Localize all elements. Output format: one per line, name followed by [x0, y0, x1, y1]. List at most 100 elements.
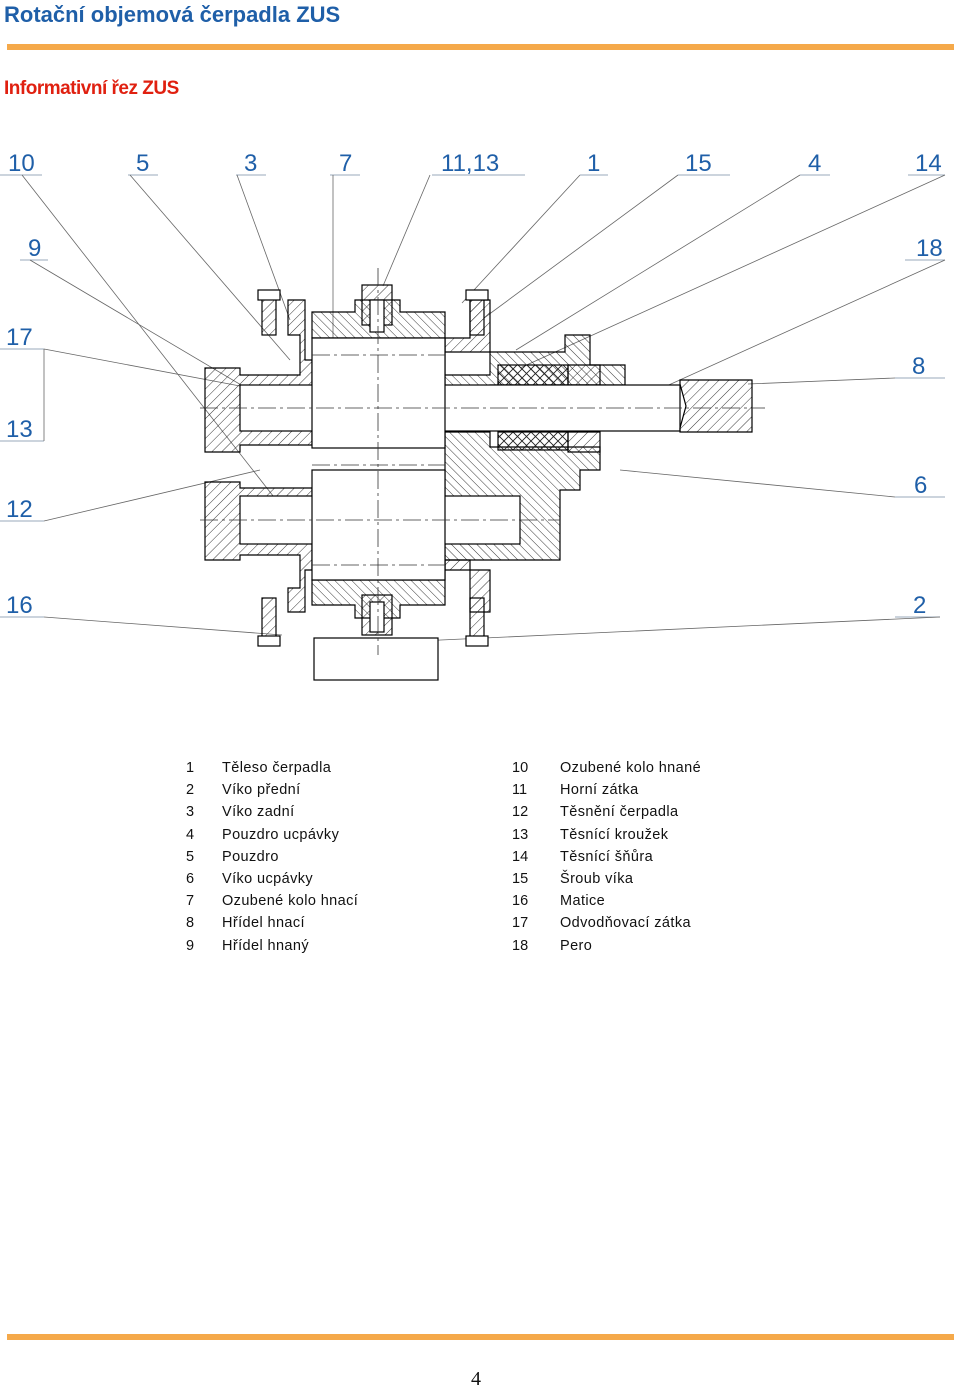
pump-cross-section-drawing [0, 174, 946, 681]
legend-label: Víko ucpávky [222, 871, 314, 888]
callout-5: 5 [136, 150, 150, 177]
legend-label: Víko přední [222, 782, 301, 799]
legend-number: 15 [512, 871, 529, 888]
nut-bottom-left [257, 635, 281, 647]
legend-item: 4 Pouzdro ucpávky [186, 824, 358, 846]
callout-13: 13 [6, 416, 33, 443]
shaft-key-end [679, 379, 753, 433]
legend-item: 3 Víko zadní [186, 801, 358, 823]
callout-16: 16 [6, 592, 33, 619]
nut-top-left [257, 289, 281, 301]
legend-number: 2 [186, 782, 195, 799]
legend-label: Horní zátka [560, 782, 639, 799]
driven-gear [311, 469, 446, 581]
legend-label: Hřídel hnací [222, 915, 305, 932]
legend-number: 13 [512, 826, 529, 843]
page-title: Rotační objemová čerpadla ZUS [4, 2, 341, 27]
legend-label: Ozubené kolo hnací [222, 893, 359, 910]
legend-item: 13 Těsnící kroužek [512, 824, 701, 846]
legend-label: Pouzdro ucpávky [222, 826, 340, 843]
header-divider [7, 44, 954, 50]
page-number: 4 [471, 1368, 481, 1390]
nut-bottom-right [465, 635, 489, 647]
callout-11-13: 11,13 [441, 150, 500, 177]
section-subtitle: Informativní řez ZUS [4, 78, 179, 99]
legend-label: Šroub víka [560, 871, 634, 888]
legend-item: 7 Ozubené kolo hnací [186, 890, 358, 912]
bolt-bottom-left [261, 597, 277, 639]
legend-number: 7 [186, 893, 195, 910]
legend-label: Těsnění čerpadla [560, 804, 679, 821]
legend-number: 14 [512, 848, 529, 865]
legend-item: 8 Hřídel hnací [186, 912, 358, 934]
callout-14: 14 [915, 150, 942, 177]
legend-item: 14 Těsnící šňůra [512, 846, 701, 868]
legend-item: 12 Těsnění čerpadla [512, 801, 701, 823]
callout-4: 4 [808, 150, 822, 177]
legend-item: 18 Pero [512, 935, 701, 957]
legend-label: Těsnící šňůra [560, 848, 654, 865]
centre-lines [200, 268, 765, 655]
bolt-bottom-right [469, 597, 485, 639]
callout-7: 7 [339, 150, 353, 177]
gland-packing-lower [497, 431, 569, 451]
legend-item: 15 Šroub víka [512, 868, 701, 890]
legend-number: 6 [186, 871, 195, 888]
legend-item: 11 Horní zátka [512, 779, 701, 801]
pump-foot [313, 637, 439, 681]
callout-18: 18 [916, 235, 943, 262]
legend-number: 3 [186, 804, 195, 821]
bolt-top-left [261, 294, 277, 336]
legend-label: Ozubené kolo hnané [560, 760, 702, 777]
legend-number: 18 [512, 937, 529, 954]
legend-number: 1 [186, 760, 195, 777]
legend-number: 16 [512, 893, 529, 910]
drive-gear [311, 337, 446, 449]
legend-item: 1 Těleso čerpadla [186, 757, 358, 779]
callout-1: 1 [587, 150, 601, 177]
legend-number: 11 [512, 782, 528, 799]
legend-label: Hřídel hnaný [222, 937, 310, 954]
callout-15: 15 [685, 150, 712, 177]
legend-item: 2 Víko přední [186, 779, 358, 801]
legend-item: 9 Hřídel hnaný [186, 935, 358, 957]
callout-12: 12 [6, 496, 33, 523]
legend-number: 8 [186, 915, 195, 932]
legend-label: Víko zadní [222, 804, 295, 821]
legend-label: Těleso čerpadla [222, 760, 332, 777]
bolt-top-right [469, 294, 485, 336]
legend-number: 4 [186, 826, 195, 843]
top-plug-head [369, 299, 385, 333]
callout-17: 17 [6, 324, 33, 351]
legend-item: 16 Matice [512, 890, 701, 912]
pump-body [204, 284, 753, 681]
callout-8: 8 [912, 353, 926, 380]
legend-number: 5 [186, 848, 195, 865]
legend-label: Těsnící kroužek [560, 826, 669, 843]
legend-item: 17 Odvodňovací zátka [512, 912, 701, 934]
legend-label: Matice [560, 893, 606, 910]
gland-cover-lower [567, 431, 601, 453]
callout-2: 2 [913, 592, 927, 619]
legend-number: 17 [512, 915, 529, 932]
legend-item: 5 Pouzdro [186, 846, 358, 868]
nut-top-right [465, 289, 489, 301]
callout-3: 3 [244, 150, 258, 177]
legend-number: 9 [186, 937, 195, 954]
drain-plug-head [369, 601, 385, 633]
legend-number: 12 [512, 804, 529, 821]
callout-6: 6 [914, 472, 928, 499]
footer-divider [7, 1334, 954, 1340]
gland-cover-upper [567, 364, 601, 386]
legend-number: 10 [512, 760, 529, 777]
callout-9: 9 [28, 235, 42, 262]
legend-label: Pouzdro [222, 848, 279, 865]
gland-packing-upper [497, 364, 569, 386]
legend-label: Pero [560, 937, 593, 954]
legend-item: 10 Ozubené kolo hnané [512, 757, 701, 779]
callout-10: 10 [8, 150, 35, 177]
legend-left-column: 1 Těleso čerpadla 2 Víko přední 3 Víko zadn… [186, 757, 358, 957]
legend-label: Odvodňovací zátka [560, 915, 691, 932]
legend-item: 6 Víko ucpávky [186, 868, 358, 890]
